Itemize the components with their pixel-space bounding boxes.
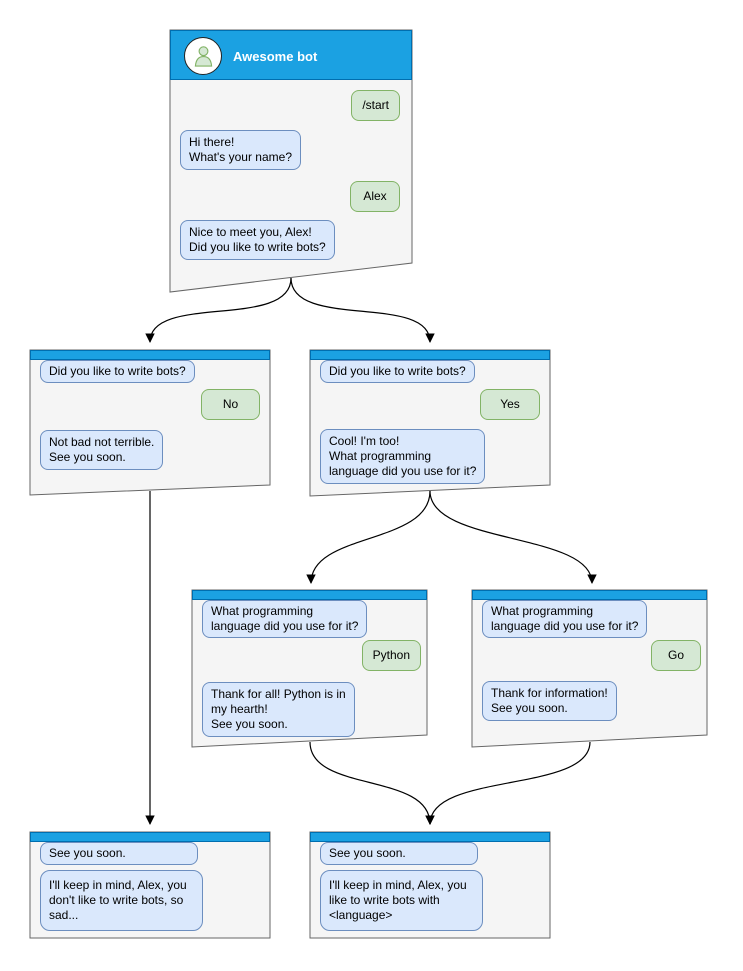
bot-message-context: Did you like to write bots? [40, 360, 195, 383]
user-message-yes: Yes [480, 389, 540, 420]
user-message-go: Go [651, 640, 701, 671]
window-title-bar [192, 590, 427, 600]
window-title-bar [310, 832, 550, 842]
bot-message-farewell: I'll keep in mind, Alex, you don't like … [40, 870, 203, 931]
window-title-bar [310, 350, 550, 360]
user-message-name: Alex [350, 181, 400, 212]
window-branch-python: What programming language did you use fo… [192, 590, 427, 747]
user-message-no: No [201, 389, 260, 420]
window-title-bar [30, 832, 270, 842]
window-branch-yes: Did you like to write bots? Yes Cool! I'… [310, 350, 550, 497]
connector-yes-to-python [306, 490, 431, 584]
connector-go-to-end [425, 741, 591, 825]
window-branch-no: Did you like to write bots? No Not bad n… [30, 350, 270, 496]
connector-root-to-no [145, 277, 292, 343]
bot-message-reply: Not bad not terrible. See you soon. [40, 430, 164, 470]
window-branch-go: What programming language did you use fo… [472, 590, 707, 747]
bot-message-context: What programming language did you use fo… [202, 600, 368, 638]
bot-message-reply: Thank for all! Python is in my hearth! S… [202, 682, 355, 737]
user-message-python: Python [361, 640, 421, 671]
user-message-start: /start [351, 90, 400, 121]
chat-title: Awesome bot [233, 48, 318, 64]
connector-python-to-end [309, 741, 435, 825]
connector-root-to-yes [290, 277, 435, 343]
bot-message-greeting: Hi there! What's your name? [180, 130, 302, 170]
bot-message-reply: Thank for information! See you soon. [482, 681, 617, 721]
bot-message-context: See you soon. [320, 842, 478, 865]
window-root: Awesome bot /start Hi there! What's your… [170, 30, 412, 292]
person-icon [194, 45, 212, 67]
window-end-no: See you soon. I'll keep in mind, Alex, y… [30, 832, 270, 938]
window-end-yes: See you soon. I'll keep in mind, Alex, y… [310, 832, 550, 938]
window-title-bar [30, 350, 270, 360]
bot-message-question: Nice to meet you, Alex! Did you like to … [180, 220, 335, 260]
bot-message-reply: Cool! I'm too! What programming language… [320, 429, 486, 484]
bot-message-context: What programming language did you use fo… [482, 600, 648, 638]
bot-message-context: See you soon. [40, 842, 198, 865]
chat-header: Awesome bot [170, 30, 412, 80]
bot-message-context: Did you like to write bots? [320, 360, 475, 383]
avatar [184, 37, 222, 75]
window-title-bar [472, 590, 707, 600]
connector-yes-to-go [429, 490, 597, 584]
bot-message-farewell: I'll keep in mind, Alex, you like to wri… [320, 870, 483, 931]
